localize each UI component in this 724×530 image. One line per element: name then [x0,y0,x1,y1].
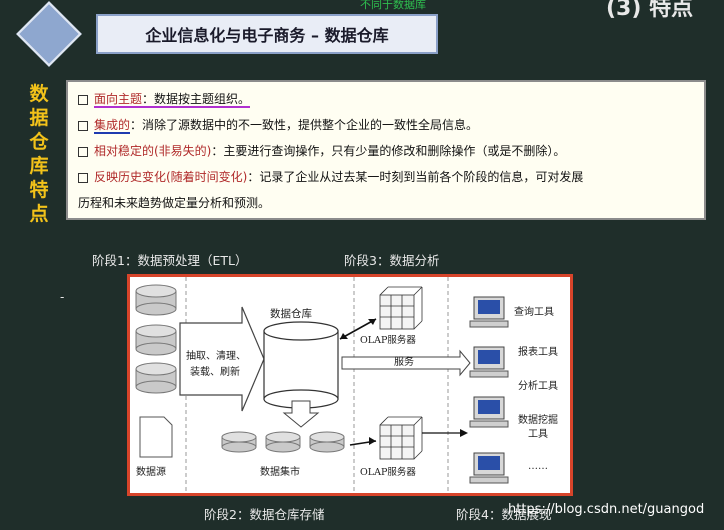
etl-label-2: 装载、刷新 [190,365,240,378]
olap-bottom-label: OLAP服务器 [360,466,416,478]
olap-cube-icon [379,286,423,330]
mart-database-icon [265,431,301,453]
arrowhead-icon [368,319,376,325]
diamond-logo-icon [16,1,82,67]
watermark-text: https://blog.csdn.net/guangod [508,502,705,517]
computer-icon [469,346,509,378]
warehouse-label: 数据仓库 [270,307,312,320]
arrowhead-icon [340,333,348,339]
feature-item: 相对稳定的(非易失的)：主要进行查询操作，只有少量的修改和删除操作（或是不删除）… [78,140,694,166]
diagram-svg: 数据仓库 抽取、清理、 装载、刷新 OLAP服务器 OLAP服务器 服务 数据源… [135,277,558,493]
olap-cube-icon [379,416,423,460]
side-title: 数 据 仓 库 特 点 [28,82,50,226]
top-right-label: (3) 特点 [606,0,694,21]
bullet-icon [78,120,88,131]
tool-label: 分析工具 [518,379,558,392]
side-title-char: 数 [29,83,49,105]
top-subtitle: 不同于数据库 [360,0,426,11]
dash-mark: - [60,290,65,304]
stage2-label: 阶段2：数据仓库存储 [204,507,325,522]
computer-icon [469,396,509,428]
down-arrow-icon [282,400,320,428]
source-document-icon [139,416,173,458]
source-database-icon [135,362,177,394]
arrowhead-icon [460,429,468,437]
side-title-char: 据 [29,107,49,129]
tool-label: 数据挖掘 [518,413,558,426]
tool-label: 报表工具 [518,345,558,358]
tool-label: 工具 [528,428,548,440]
bullet-icon [78,94,88,105]
features-box: 面向主题：数据按主题组织。 集成的：消除了源数据中的不一致性，提供整个企业的一致… [66,80,706,220]
side-title-char: 仓 [29,131,49,153]
tool-label: …… [528,461,548,472]
side-title-char: 点 [29,203,49,225]
feature-key: 反映历史变化(随着时间变化) [94,170,248,184]
feature-item: 反映历史变化(随着时间变化)：记录了企业从过去某一时刻到当前各个阶段的信息，可对… [78,166,694,192]
feature-item: 集成的：消除了源数据中的不一致性，提供整个企业的一致性全局信息。 [78,114,694,140]
side-title-char: 库 [29,155,49,177]
feature-key: 相对稳定的(非易失的) [94,144,212,158]
warehouse-cylinder-icon [263,321,339,409]
feature-text: ：主要进行查询操作，只有少量的修改和删除操作（或是不删除）。 [211,144,566,158]
bullet-icon [78,172,88,183]
olap-top-label: OLAP服务器 [360,334,416,346]
page-title: 企业信息化与电子商务 – 数据仓库 [145,26,389,45]
feature-key: 集成的 [94,118,131,134]
stage1-label: 阶段1：数据预处理（ETL） [92,253,248,268]
source-database-icon [135,324,177,356]
stage4-label: 阶段4：数据展现 [456,507,552,522]
bullet-icon [78,146,88,157]
mart-database-icon [309,431,345,453]
source-label: 数据源 [136,465,166,478]
stage3-label: 阶段3：数据分析 [344,253,440,268]
feature-text: ：消除了源数据中的不一致性，提供整个企业的一致性全局信息。 [130,118,479,132]
tool-label: 查询工具 [514,305,554,318]
link-arrow [339,318,377,340]
etl-label-1: 抽取、清理、 [186,349,246,362]
feature-key: 面向主题 [94,92,143,108]
feature-item: 面向主题：数据按主题组织。 [78,88,694,114]
computer-icon [469,452,509,484]
source-database-icon [135,284,177,316]
computer-icon [469,296,509,328]
arrowhead-icon [369,437,376,445]
mart-database-icon [221,431,257,453]
feature-text: ：数据按主题组织。 [142,92,251,108]
title-bar: 企业信息化与电子商务 – 数据仓库 [96,14,438,54]
architecture-diagram: 数据仓库 抽取、清理、 装载、刷新 OLAP服务器 OLAP服务器 服务 数据源… [127,274,573,496]
service-arrow-icon [341,349,471,377]
etl-arrow-icon [179,306,265,412]
mart-label: 数据集市 [260,465,300,478]
service-label: 服务 [394,355,414,368]
feature-text: ：记录了企业从过去某一时刻到当前各个阶段的信息，可对发展 [247,170,584,184]
feature-continuation: 历程和未来趋势做定量分析和预测。 [78,196,271,210]
side-title-char: 特 [29,179,49,201]
